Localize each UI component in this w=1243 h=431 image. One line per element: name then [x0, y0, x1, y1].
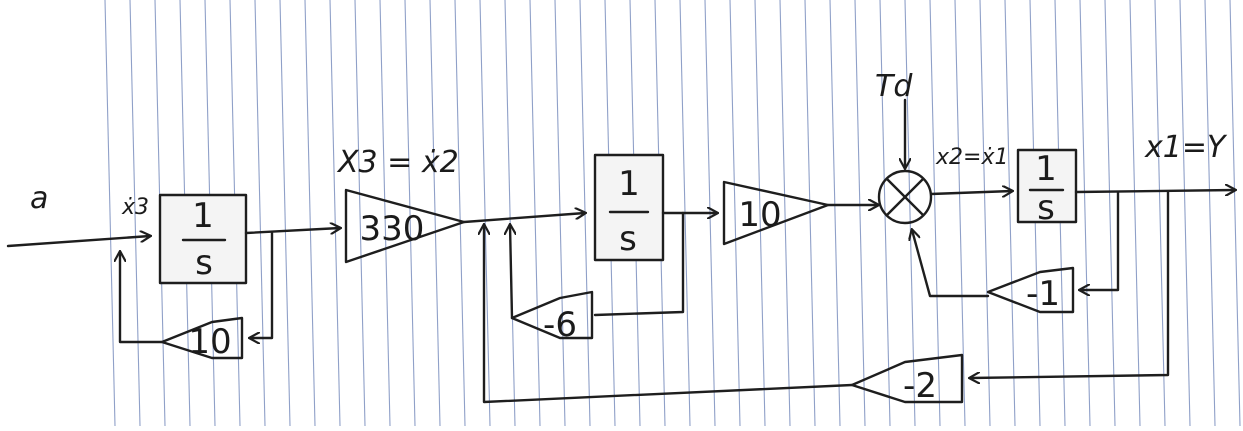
ruling-line	[829, 0, 841, 427]
gain-neg6-triangle	[510, 290, 594, 340]
ruling-line	[304, 0, 316, 427]
wire-int2-pickoff	[593, 211, 685, 317]
gain-10-feedback-triangle	[160, 316, 244, 360]
ruling-line	[1079, 0, 1091, 427]
integrator-block-2	[593, 153, 665, 262]
gain-10-forward-triangle	[722, 180, 830, 246]
ruling-line	[279, 0, 291, 427]
summing-junction	[877, 169, 933, 225]
signal-x1-eq-y: x1=Y	[1144, 130, 1228, 165]
integrator-1-num: 1	[192, 196, 214, 236]
gain-neg1-label: -1	[1026, 274, 1060, 314]
signal-x3dot: ẋ3	[121, 195, 149, 220]
signal-td: Td	[875, 69, 913, 104]
ruling-line	[754, 0, 766, 427]
gain-330-label: 330	[360, 209, 425, 249]
integrator-block-3	[1016, 148, 1078, 224]
integrator-3-den: s	[1037, 188, 1055, 228]
gain-neg6-label: -6	[543, 305, 577, 345]
gain-10-forward-label: 10	[738, 195, 781, 235]
ruling-line	[379, 0, 391, 427]
ruling-line	[1179, 0, 1191, 427]
integrator-2-den: s	[619, 219, 637, 259]
integrator-2-num: 1	[618, 164, 640, 204]
wire-output-pickoff-neg2	[970, 190, 1170, 378]
ruling-line	[1154, 0, 1166, 427]
gain-10-feedback-label: 10	[188, 322, 231, 362]
input-label: a	[30, 181, 48, 216]
wire-neg6-to-sum	[510, 225, 512, 320]
integrator-1-den: s	[195, 243, 213, 283]
ruling-line	[329, 0, 341, 427]
wire-x3-feedback-pickoff	[250, 231, 274, 338]
ruling-line	[554, 0, 566, 427]
wire-feedback-to-input	[120, 252, 164, 344]
ruling-line	[979, 0, 991, 427]
ruling-line	[254, 0, 266, 427]
wire-gain330-to-sum2	[462, 213, 585, 224]
ruling-line	[779, 0, 791, 427]
gain-neg2-label: -2	[903, 366, 937, 406]
ruling-line	[854, 0, 866, 427]
ruling-line	[729, 0, 741, 427]
ruling-line	[929, 0, 941, 427]
ruling-line	[1104, 0, 1116, 427]
ruling-line	[1004, 0, 1016, 427]
wire-neg1-to-summer	[912, 230, 990, 298]
ruling-line	[954, 0, 966, 427]
ruling-line	[404, 0, 416, 427]
ruling-line	[354, 0, 366, 427]
input-arrow	[6, 236, 150, 248]
ruling-line	[1204, 0, 1216, 427]
ruling-line	[104, 0, 116, 427]
ruling-line	[504, 0, 516, 427]
ruling-line	[479, 0, 491, 427]
wire-neg2-to-sum	[484, 225, 854, 404]
wire-summer-to-int3	[929, 191, 1012, 194]
ruling-line	[529, 0, 541, 427]
ruling-line	[454, 0, 466, 427]
ruling-line	[129, 0, 141, 427]
integrator-3-num: 1	[1035, 149, 1057, 189]
output-arrow	[1074, 190, 1235, 192]
ruling-line	[904, 0, 916, 427]
gain-neg2-triangle	[850, 353, 964, 404]
signal-x2-eq-x1dot: x2=ẋ1	[935, 145, 1008, 170]
wire-x3-to-gain330	[244, 228, 340, 233]
wire-output-pickoff-neg1	[1080, 190, 1120, 290]
gain-neg1-triangle	[986, 266, 1075, 314]
summing-junction-cross-b	[885, 177, 925, 217]
ruling-line	[1229, 0, 1241, 427]
signal-x3-eq-x2dot: X3 = ẋ2	[336, 145, 459, 180]
ruling-line	[1129, 0, 1141, 427]
gain-330-triangle	[344, 188, 466, 264]
